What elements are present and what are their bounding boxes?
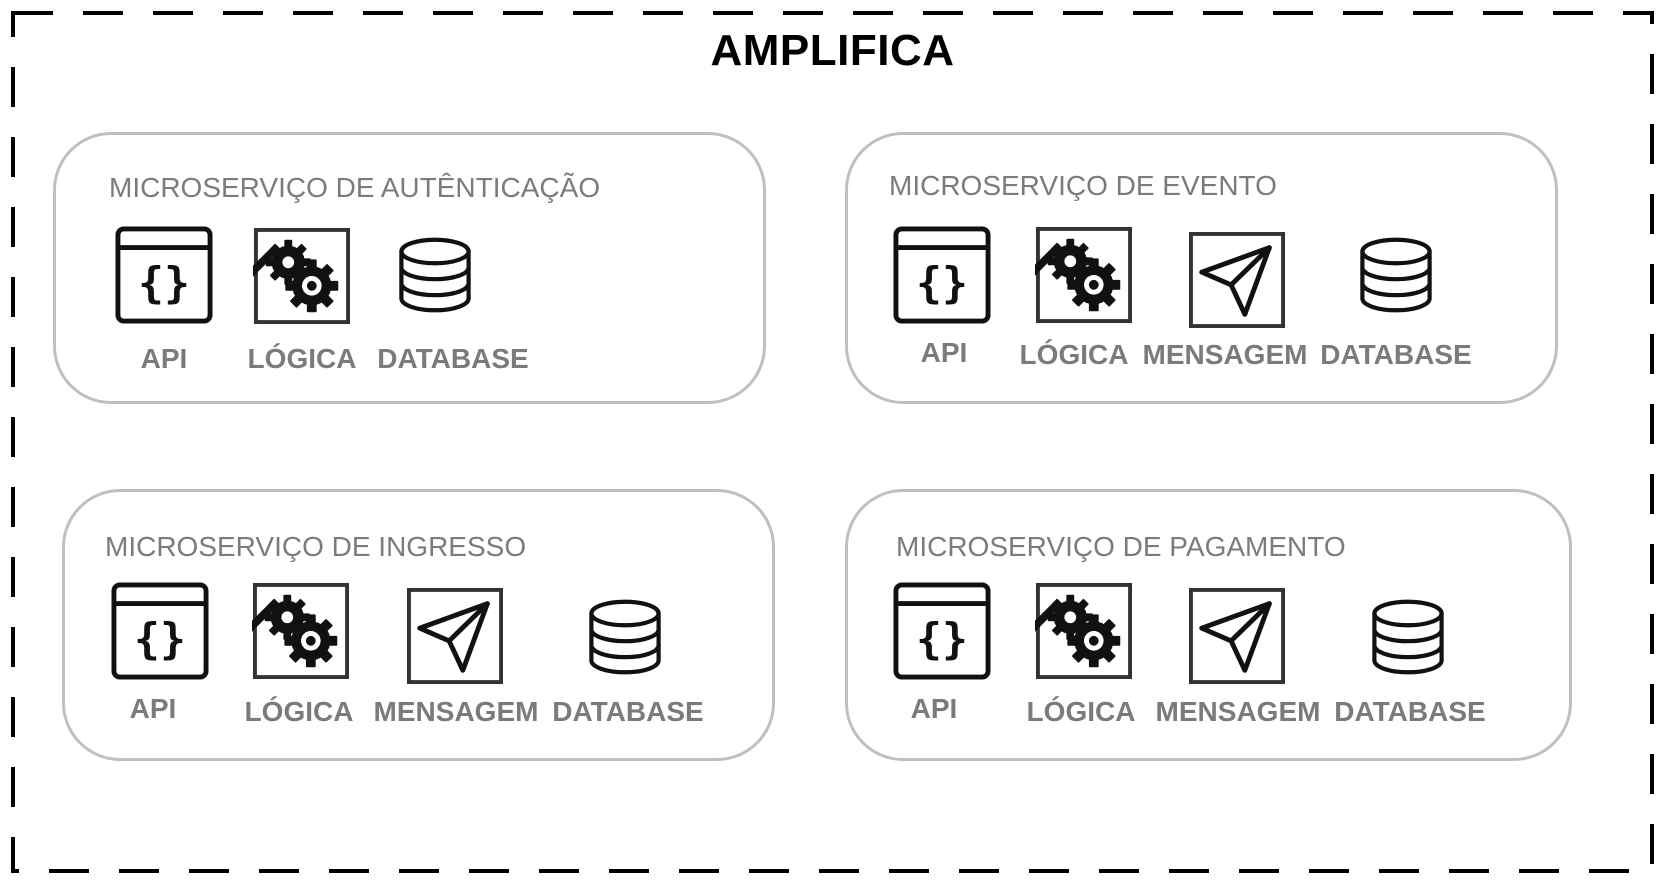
- panel-title: MICROSERVIÇO DE EVENTO: [889, 170, 1277, 201]
- component-label: API: [129, 693, 177, 724]
- component-label: API: [140, 343, 188, 374]
- paper-plane-icon: [1188, 585, 1286, 687]
- component-label: LÓGICA: [247, 343, 357, 374]
- component-label: MENSAGEM: [1155, 696, 1321, 727]
- component-label: DATABASE: [377, 343, 529, 374]
- database-icon: [1366, 588, 1450, 686]
- component-label: DATABASE: [552, 696, 704, 727]
- database-icon: [583, 588, 667, 686]
- component-label: LÓGICA: [244, 696, 354, 727]
- panel-title: MICROSERVIÇO DE INGRESSO: [105, 531, 527, 562]
- component-label: MENSAGEM: [1142, 339, 1308, 370]
- panel-title: MICROSERVIÇO DE AUTÊNTICAÇÃO: [109, 172, 601, 203]
- component-label: API: [910, 693, 958, 724]
- paper-plane-icon: [406, 585, 504, 687]
- api-braces-icon: [115, 226, 213, 324]
- gears-icon: [253, 226, 351, 326]
- gears-icon: [252, 580, 350, 682]
- gears-icon: [1035, 224, 1133, 326]
- component-label: API: [920, 337, 968, 368]
- component-label: DATABASE: [1334, 696, 1486, 727]
- api-braces-icon: [893, 582, 991, 680]
- component-label: MENSAGEM: [373, 696, 539, 727]
- component-label: LÓGICA: [1019, 339, 1129, 370]
- api-braces-icon: [111, 582, 209, 680]
- component-label: DATABASE: [1320, 339, 1472, 370]
- database-icon: [393, 226, 477, 324]
- api-braces-icon: [893, 226, 991, 324]
- gears-icon: [1035, 580, 1133, 682]
- component-label: LÓGICA: [1026, 696, 1136, 727]
- panel-title: MICROSERVIÇO DE PAGAMENTO: [896, 531, 1346, 562]
- diagram-title: AMPLIFICA: [710, 26, 955, 75]
- paper-plane-icon: [1188, 229, 1286, 331]
- database-icon: [1354, 226, 1438, 324]
